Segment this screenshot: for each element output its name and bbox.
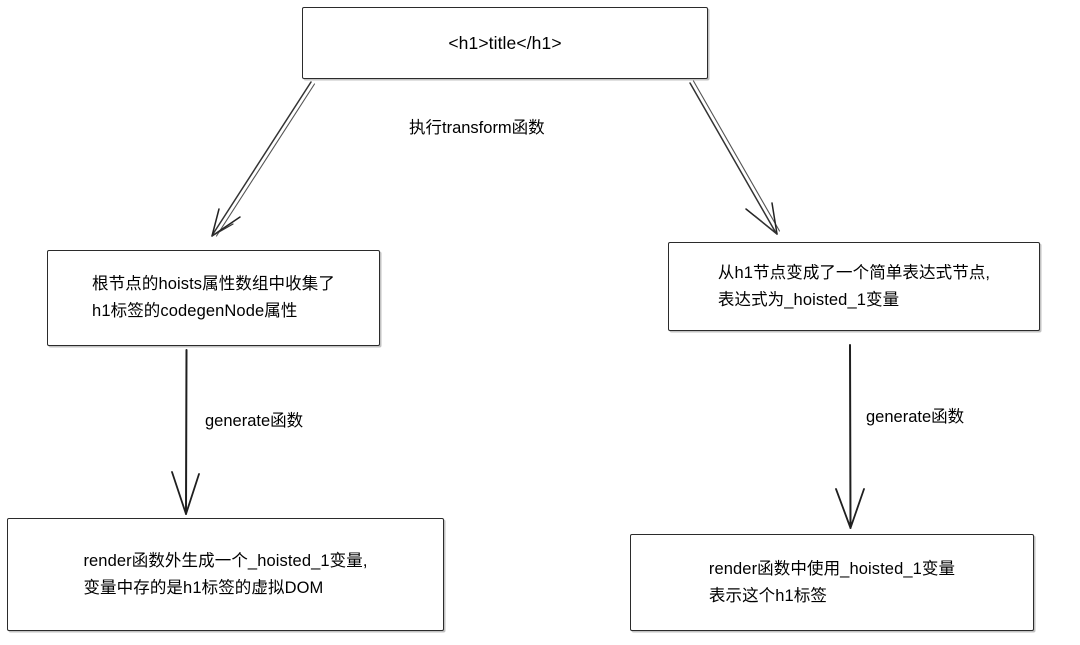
edge-label-generate-right: generate函数 — [866, 408, 965, 426]
hoists-collected-node-label: 根节点的hoists属性数组中收集了 h1标签的codegenNode属性 — [92, 275, 335, 320]
hoists-collected-node[interactable]: 根节点的hoists属性数组中收集了 h1标签的codegenNode属性 — [47, 250, 380, 346]
render-outer-variable-node[interactable]: render函数外生成一个_hoisted_1变量, 变量中存的是h1标签的虚拟… — [7, 518, 444, 631]
simple-expression-node-label: 从h1节点变成了一个简单表达式节点, 表达式为_hoisted_1变量 — [717, 263, 991, 309]
render-outer-variable-node-label: render函数外生成一个_hoisted_1变量, 变量中存的是h1标签的虚拟… — [83, 551, 368, 597]
arrow-root-to-hoists — [211, 81, 316, 237]
arrow-expression-to-render-inner — [835, 344, 865, 529]
edge-label-transform: 执行transform函数 — [409, 119, 545, 137]
root-template-node-label: <h1>title</h1> — [448, 32, 562, 53]
arrow-hoists-to-render-outer — [171, 349, 200, 515]
edge-label-generate-left: generate函数 — [205, 412, 304, 430]
arrow-root-to-expression — [689, 80, 781, 235]
render-inner-usage-node-label: render函数中使用_hoisted_1变量 表示这个h1标签 — [708, 559, 956, 605]
render-inner-usage-node[interactable]: render函数中使用_hoisted_1变量 表示这个h1标签 — [630, 534, 1034, 631]
root-template-node[interactable]: <h1>title</h1> — [302, 7, 708, 79]
simple-expression-node[interactable]: 从h1节点变成了一个简单表达式节点, 表达式为_hoisted_1变量 — [668, 242, 1040, 331]
